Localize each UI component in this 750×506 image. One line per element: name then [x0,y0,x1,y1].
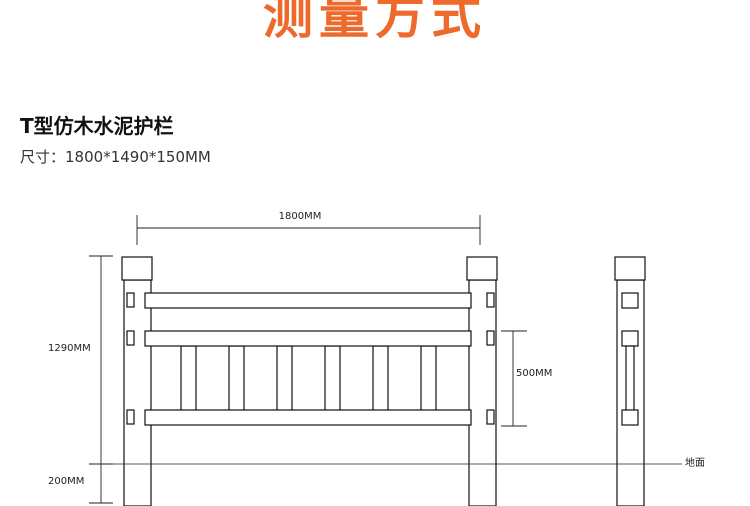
width-dimension [136,215,481,245]
width-label: 1800MM [279,211,322,222]
side-view-post [614,256,646,506]
ground-label: 地面 [685,456,705,469]
rail-span-dimension [501,330,527,427]
balusters [180,345,437,412]
height-above-label: 1290MM [48,343,91,354]
rail-span-label: 500MM [516,368,552,379]
page-heading: 测量方式 [263,0,487,45]
size-value: 1800*1490*150MM [65,148,211,166]
product-size: 尺寸：1800*1490*150MM [20,146,211,167]
product-title: T型仿木水泥护栏 [20,114,174,138]
height-dimension [89,255,113,504]
height-below-label: 200MM [48,476,84,487]
right-post [466,256,498,506]
rails [144,292,472,426]
size-label: 尺寸： [20,148,66,166]
left-post [121,256,153,506]
